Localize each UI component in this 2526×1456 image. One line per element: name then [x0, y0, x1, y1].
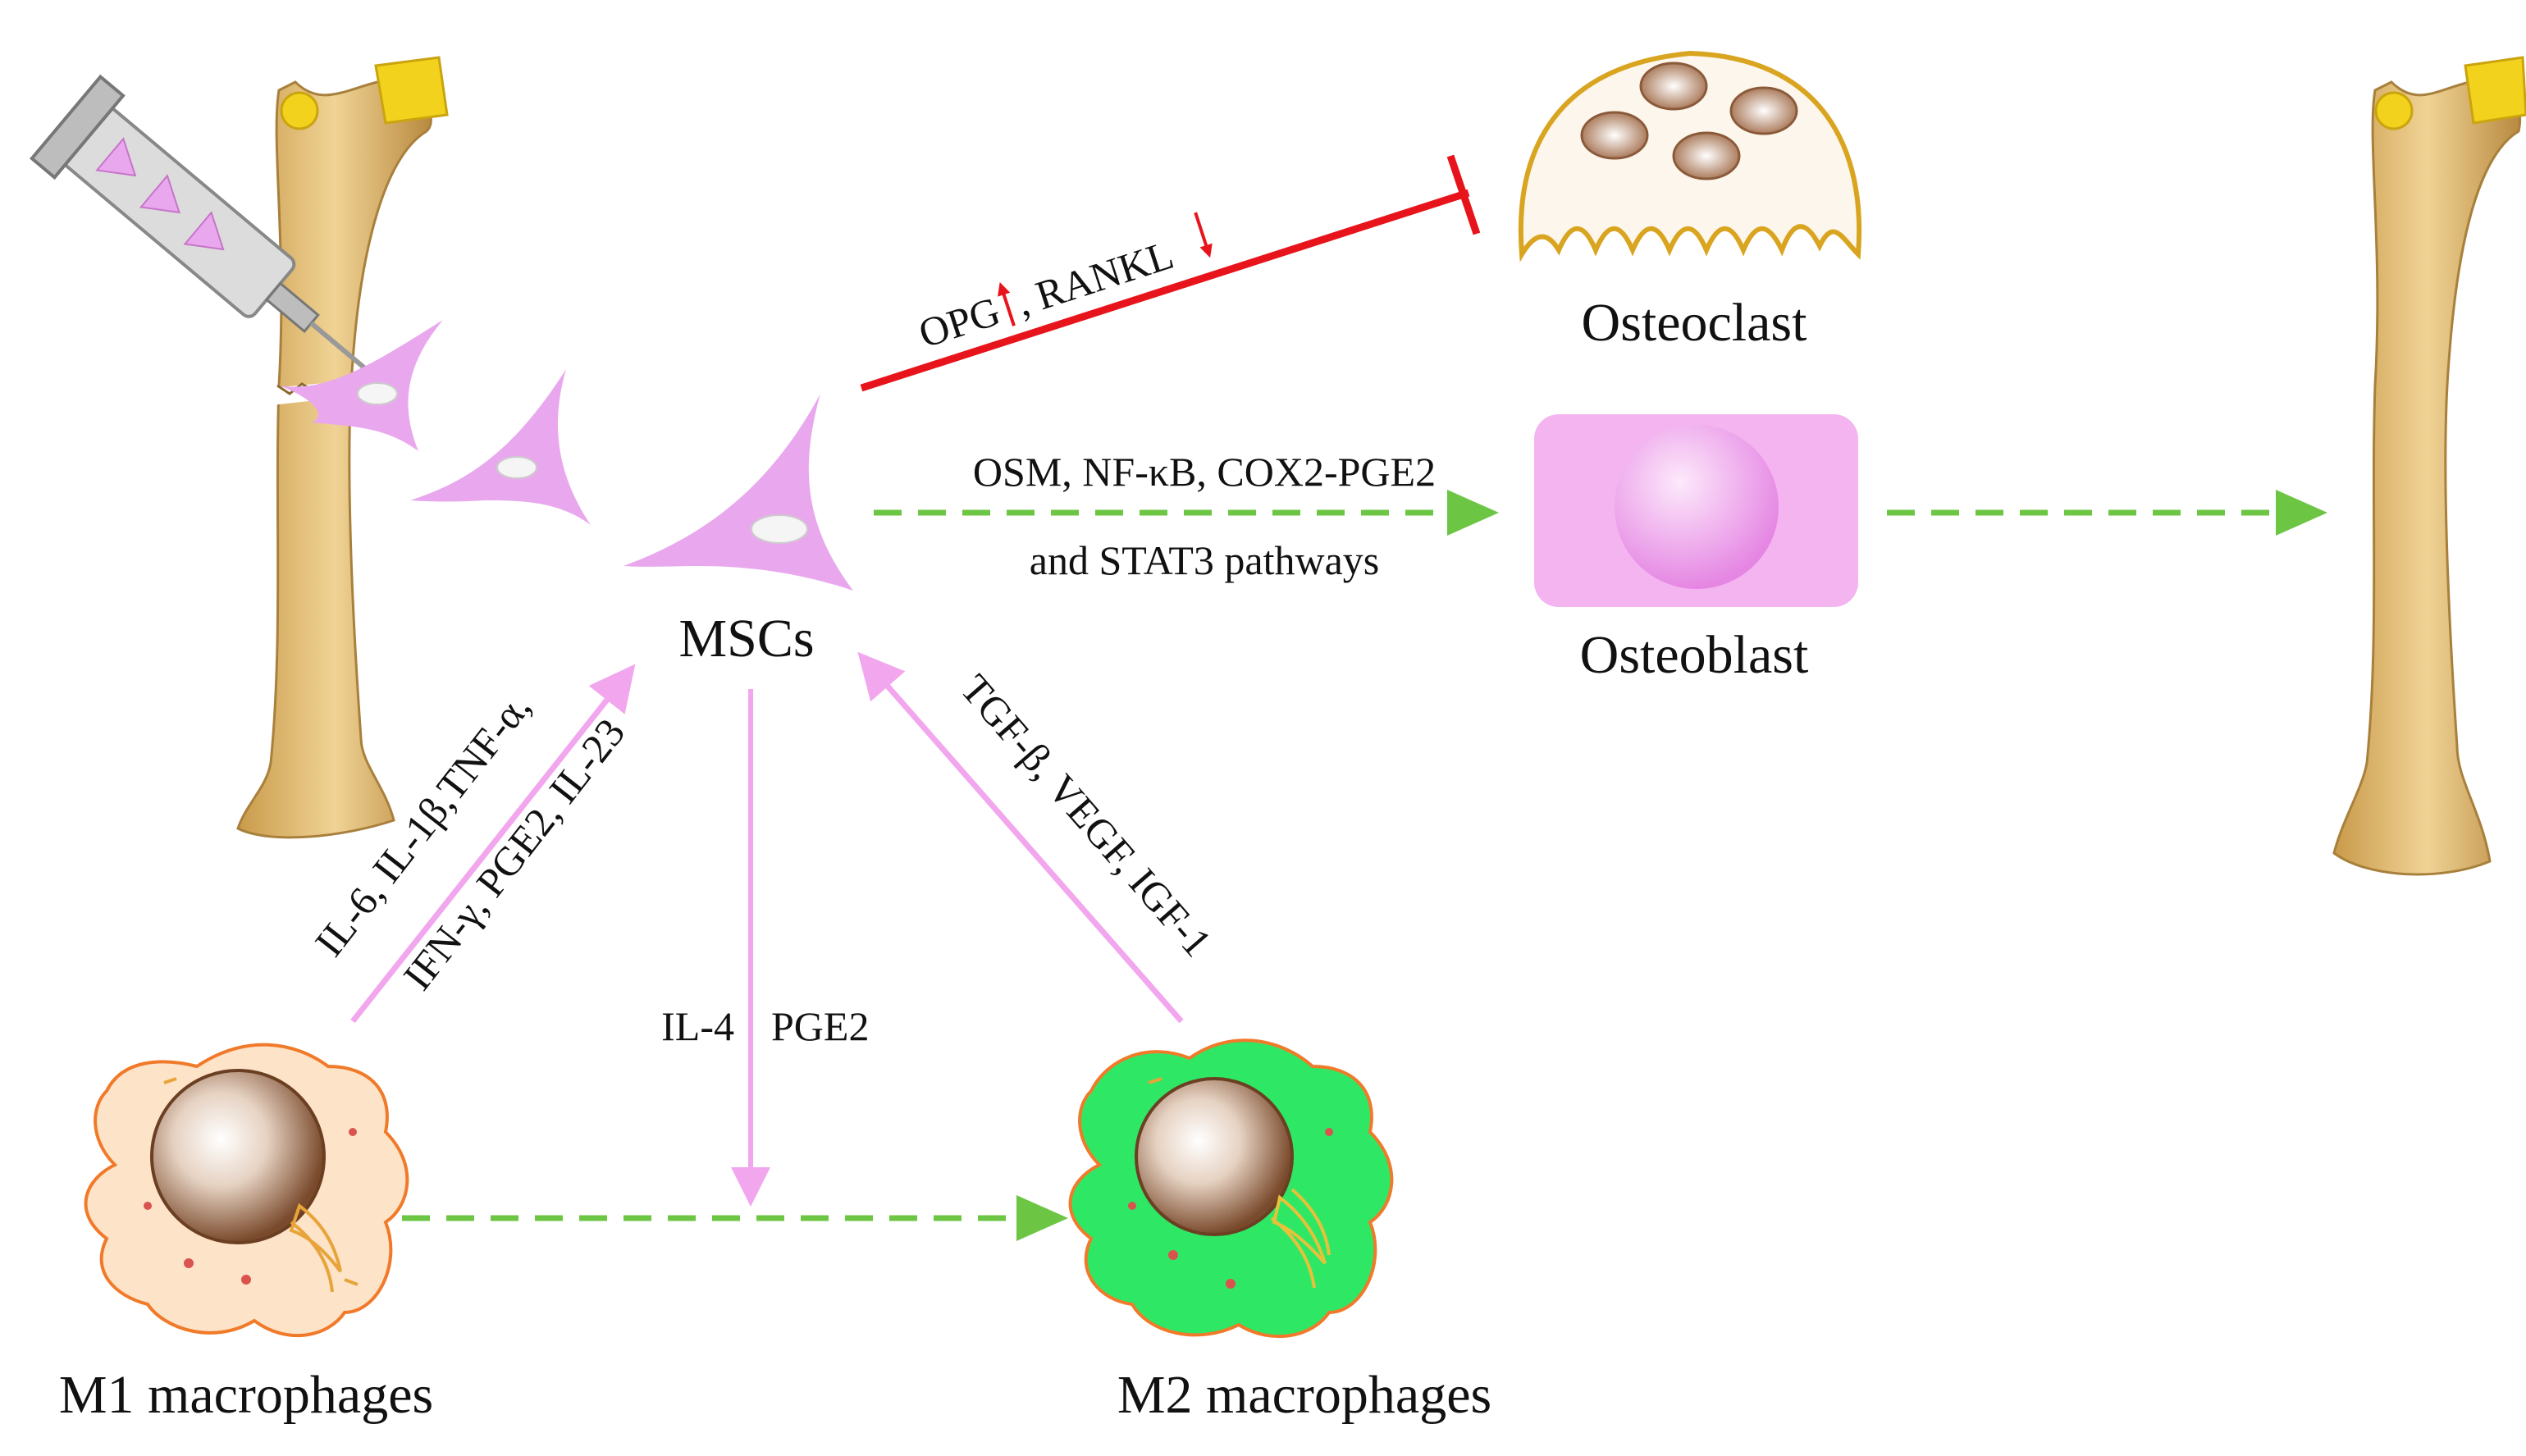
- opg-up-arrowhead: [998, 281, 1011, 297]
- inhibition-label-group: OPG , RANKL: [913, 212, 1213, 357]
- mscs-label: MSCs: [678, 609, 814, 669]
- m1-cytokines-line2: IFN-γ, PGE2, IL-23: [394, 710, 633, 998]
- rankl-down-arrowhead: [1199, 243, 1213, 258]
- m2-cytokines: TGF-β, VEGF, IGF-1: [952, 665, 1221, 965]
- rankl-down-arrow: [1194, 212, 1210, 253]
- msc-cell-icon: [624, 394, 853, 591]
- osteoblast-pathway-line1: OSM, NF-κB, COX2-PGE2: [973, 449, 1436, 495]
- m1-label: M1 macrophages: [59, 1365, 433, 1425]
- m2-to-msc-arrow: [857, 651, 1184, 1024]
- m2-label: M2 macrophages: [1117, 1365, 1491, 1425]
- osteoclast-label: Osteoclast: [1582, 293, 1807, 353]
- syringe-icon: [30, 74, 395, 394]
- il4-label: IL-4: [661, 1003, 734, 1049]
- m1-to-msc-arrow: [350, 664, 636, 1024]
- m2-macrophage-icon: [1068, 1038, 1394, 1339]
- osteoblast-pathway-line2: and STAT3 pathways: [1030, 537, 1380, 583]
- msc-cell-small-2: [410, 369, 591, 525]
- osteoblast-icon: [1534, 414, 1858, 607]
- m2-cytokine-label-group: TGF-β, VEGF, IGF-1: [952, 665, 1221, 965]
- pge2-label: PGE2: [771, 1003, 869, 1049]
- osteoblast-label: Osteoblast: [1580, 625, 1809, 685]
- msc-cell-small-1: [279, 320, 443, 451]
- inhibition-arrow: [860, 154, 1481, 392]
- osteoclast-icon: [1518, 50, 1862, 262]
- m1-macrophage-icon: [84, 1043, 409, 1338]
- right-bone-icon: [2332, 56, 2526, 876]
